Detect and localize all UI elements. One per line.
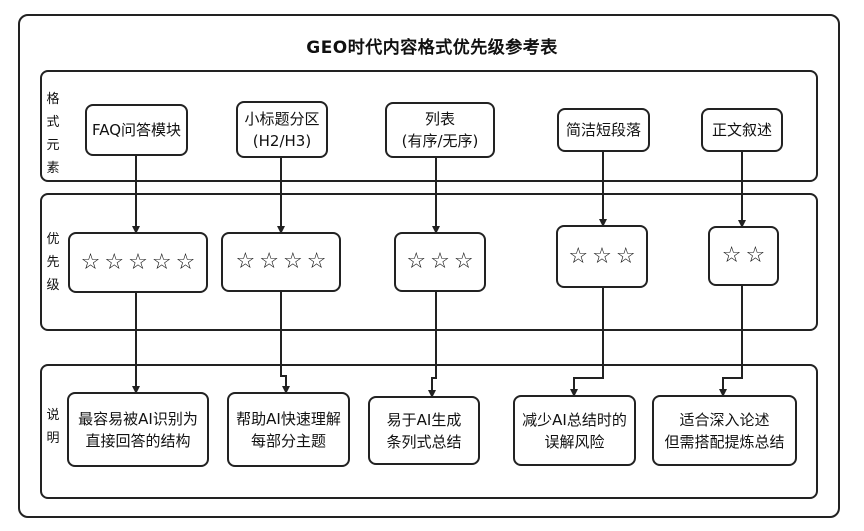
- star-icon: ☆: [745, 243, 766, 268]
- note-box-line: 误解风险: [544, 432, 605, 451]
- note-box-faq: 最容易被AI识别为 直接回答的结构: [67, 392, 209, 467]
- priority-box-faq: ☆ ☆ ☆ ☆ ☆: [68, 232, 208, 293]
- note-box-line: 减少AI总结时的: [522, 410, 627, 429]
- formats-row-label-char: 素: [46, 161, 60, 176]
- formats-row-label: 格 式 元 素: [44, 88, 62, 180]
- format-box-body-text: 正文叙述: [701, 108, 783, 152]
- star-icon: ☆: [283, 249, 303, 274]
- note-box-line: 直接回答的结构: [85, 431, 191, 450]
- star-icon: ☆: [453, 249, 474, 274]
- star-icon: ☆: [592, 243, 612, 269]
- priority-row-label-char: 级: [46, 278, 60, 293]
- formats-row-label-char: 格: [46, 92, 60, 107]
- star-icon: ☆: [151, 249, 172, 275]
- star-icon: ☆: [104, 249, 125, 275]
- star-icon: ☆: [128, 249, 148, 275]
- priority-band: [40, 193, 818, 331]
- notes-row-label-char: 说: [46, 408, 60, 423]
- star-icon: ☆: [615, 243, 636, 269]
- priority-row-label-char: 优: [46, 232, 60, 247]
- star-icon: ☆: [259, 249, 279, 274]
- diagram-title: GEO时代内容格式优先级参考表: [306, 38, 558, 58]
- note-box-line: 帮助AI快速理解: [236, 409, 341, 428]
- priority-box-subheadings: ☆ ☆ ☆ ☆: [221, 232, 341, 292]
- format-box-line: FAQ问答模块: [91, 121, 182, 139]
- format-box-line: 正文叙述: [711, 121, 772, 139]
- notes-row-label: 说 明: [44, 404, 62, 450]
- note-box-subheadings: 帮助AI快速理解 每部分主题: [227, 392, 350, 467]
- star-icon: ☆: [80, 249, 101, 275]
- format-box-short-paragraphs: 简洁短段落: [557, 108, 650, 152]
- priority-row-label: 优 先 级: [44, 228, 62, 297]
- note-box-line: 最容易被AI识别为: [78, 409, 198, 428]
- note-box-line: 适合深入论述: [679, 410, 770, 429]
- star-icon: ☆: [306, 249, 327, 274]
- priority-row-label-char: 先: [46, 255, 60, 270]
- format-box-faq: FAQ问答模块: [85, 104, 188, 156]
- priority-box-short-paragraphs: ☆ ☆ ☆: [556, 225, 648, 288]
- notes-row-label-char: 明: [46, 431, 60, 446]
- star-icon: ☆: [235, 249, 256, 274]
- format-box-line: 列表: [424, 110, 455, 128]
- star-icon: ☆: [175, 249, 196, 275]
- format-box-line: 小标题分区: [244, 109, 320, 128]
- star-icon: ☆: [568, 243, 589, 269]
- formats-band: [40, 70, 818, 182]
- priority-box-lists: ☆ ☆ ☆: [394, 232, 486, 292]
- format-box-line: (有序/无序): [401, 132, 479, 150]
- note-box-line: 易于AI生成: [386, 410, 462, 429]
- format-box-subheadings: 小标题分区 (H2/H3): [236, 101, 328, 158]
- formats-row-label-char: 式: [46, 115, 60, 130]
- note-box-lists: 易于AI生成 条列式总结: [368, 396, 480, 465]
- star-icon: ☆: [406, 249, 427, 274]
- format-box-line: (H2/H3): [252, 131, 312, 150]
- notes-band: [40, 364, 818, 499]
- formats-row-label-char: 元: [46, 138, 60, 153]
- note-box-line: 条列式总结: [386, 432, 462, 451]
- star-icon: ☆: [721, 243, 742, 268]
- format-box-line: 简洁短段落: [565, 121, 641, 139]
- note-box-short-paragraphs: 减少AI总结时的 误解风险: [513, 395, 636, 466]
- note-box-body-text: 适合深入论述 但需搭配提炼总结: [652, 395, 797, 466]
- format-box-lists: 列表 (有序/无序): [385, 102, 495, 158]
- note-box-line: 但需搭配提炼总结: [664, 432, 785, 451]
- star-icon: ☆: [430, 249, 450, 274]
- priority-box-body-text: ☆ ☆: [708, 226, 779, 286]
- note-box-line: 每部分主题: [250, 431, 326, 450]
